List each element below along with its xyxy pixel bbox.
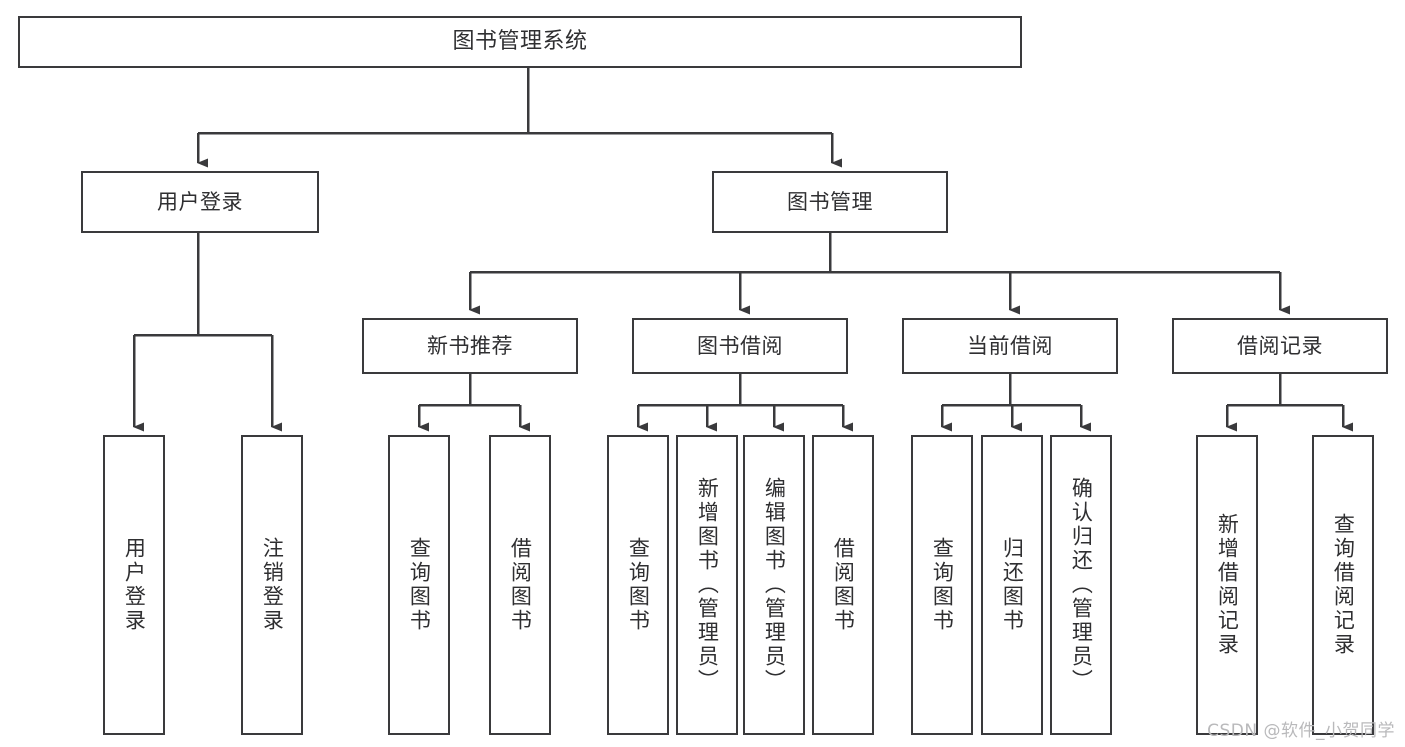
node-current-borrow[interactable]: 当前借阅 bbox=[902, 318, 1118, 374]
node-book-management-label: 图书管理 bbox=[787, 189, 873, 214]
leaf-node[interactable]: 新增图书（管理员） bbox=[676, 435, 738, 735]
node-current-borrow-label: 当前借阅 bbox=[967, 333, 1053, 358]
leaf-node-label: 确认归还（管理员） bbox=[1069, 477, 1094, 693]
node-user-login[interactable]: 用户登录 bbox=[81, 171, 319, 233]
leaf-node[interactable]: 归还图书 bbox=[981, 435, 1043, 735]
leaf-node-label: 借阅图书 bbox=[508, 537, 533, 633]
leaf-node[interactable]: 查询图书 bbox=[388, 435, 450, 735]
node-root-label: 图书管理系统 bbox=[452, 29, 588, 55]
node-borrow-record[interactable]: 借阅记录 bbox=[1172, 318, 1388, 374]
leaf-node[interactable]: 借阅图书 bbox=[812, 435, 874, 735]
node-root[interactable]: 图书管理系统 bbox=[18, 16, 1022, 68]
leaf-node-label: 查询借阅记录 bbox=[1331, 513, 1356, 657]
leaf-node[interactable]: 借阅图书 bbox=[489, 435, 551, 735]
leaf-node-label: 注销登录 bbox=[260, 537, 285, 633]
leaf-node-label: 用户登录 bbox=[122, 537, 147, 633]
leaf-node-label: 查询图书 bbox=[930, 537, 955, 633]
leaf-node-label: 新增图书（管理员） bbox=[695, 477, 720, 693]
node-book-management[interactable]: 图书管理 bbox=[712, 171, 948, 233]
leaf-node-label: 新增借阅记录 bbox=[1215, 513, 1240, 657]
leaf-node[interactable]: 新增借阅记录 bbox=[1196, 435, 1258, 735]
leaf-node-label: 归还图书 bbox=[1000, 537, 1025, 633]
leaf-node[interactable]: 编辑图书（管理员） bbox=[743, 435, 805, 735]
leaf-node-label: 编辑图书（管理员） bbox=[762, 477, 787, 693]
leaf-node-label: 查询图书 bbox=[407, 537, 432, 633]
leaf-node-label: 借阅图书 bbox=[831, 537, 856, 633]
leaf-node[interactable]: 用户登录 bbox=[103, 435, 165, 735]
leaf-node[interactable]: 查询图书 bbox=[911, 435, 973, 735]
node-new-book-recommend-label: 新书推荐 bbox=[427, 333, 513, 358]
leaf-node[interactable]: 查询借阅记录 bbox=[1312, 435, 1374, 735]
leaf-node[interactable]: 确认归还（管理员） bbox=[1050, 435, 1112, 735]
leaf-node[interactable]: 查询图书 bbox=[607, 435, 669, 735]
node-new-book-recommend[interactable]: 新书推荐 bbox=[362, 318, 578, 374]
node-book-borrow[interactable]: 图书借阅 bbox=[632, 318, 848, 374]
node-user-login-label: 用户登录 bbox=[157, 189, 243, 214]
leaf-node[interactable]: 注销登录 bbox=[241, 435, 303, 735]
leaf-node-label: 查询图书 bbox=[626, 537, 651, 633]
node-borrow-record-label: 借阅记录 bbox=[1237, 333, 1323, 358]
node-book-borrow-label: 图书借阅 bbox=[697, 333, 783, 358]
